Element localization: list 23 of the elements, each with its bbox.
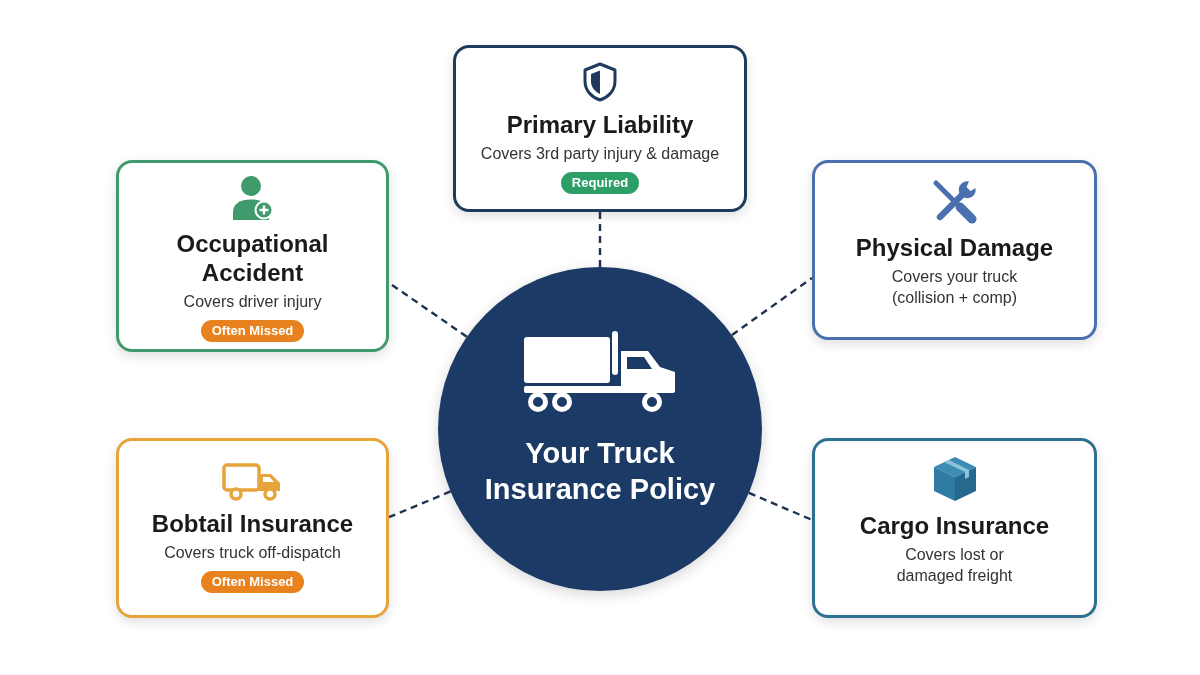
card-title: Occupational Accident: [175, 229, 330, 287]
connector-line: [748, 491, 813, 521]
connector-line: [731, 276, 813, 336]
hub-title: Your Truck Insurance Policy: [483, 436, 717, 507]
card-description: Covers driver injury: [183, 292, 322, 312]
card-title: Primary Liability: [506, 110, 694, 139]
card-title: Bobtail Insurance: [151, 509, 354, 538]
status-badge: Required: [560, 172, 640, 194]
coverage-card: [812, 160, 1097, 340]
card-description: Covers lost or damaged freight: [895, 545, 1014, 586]
status-badge: Often Missed: [200, 571, 305, 593]
card-description: Covers 3rd party injury & damage: [480, 144, 720, 164]
coverage-card: [116, 160, 389, 352]
card-description: Covers your truck (collision + comp): [890, 267, 1019, 308]
connector-line: [598, 212, 602, 267]
coverage-card: [453, 45, 747, 212]
status-badge: Often Missed: [200, 320, 305, 342]
card-description: Covers truck off-dispatch: [164, 543, 341, 563]
coverage-card: [812, 438, 1097, 618]
connector-line: [388, 490, 451, 519]
card-title: Cargo Insurance: [859, 511, 1050, 540]
coverage-card: [116, 438, 389, 618]
card-title: Physical Damage: [855, 233, 1054, 262]
